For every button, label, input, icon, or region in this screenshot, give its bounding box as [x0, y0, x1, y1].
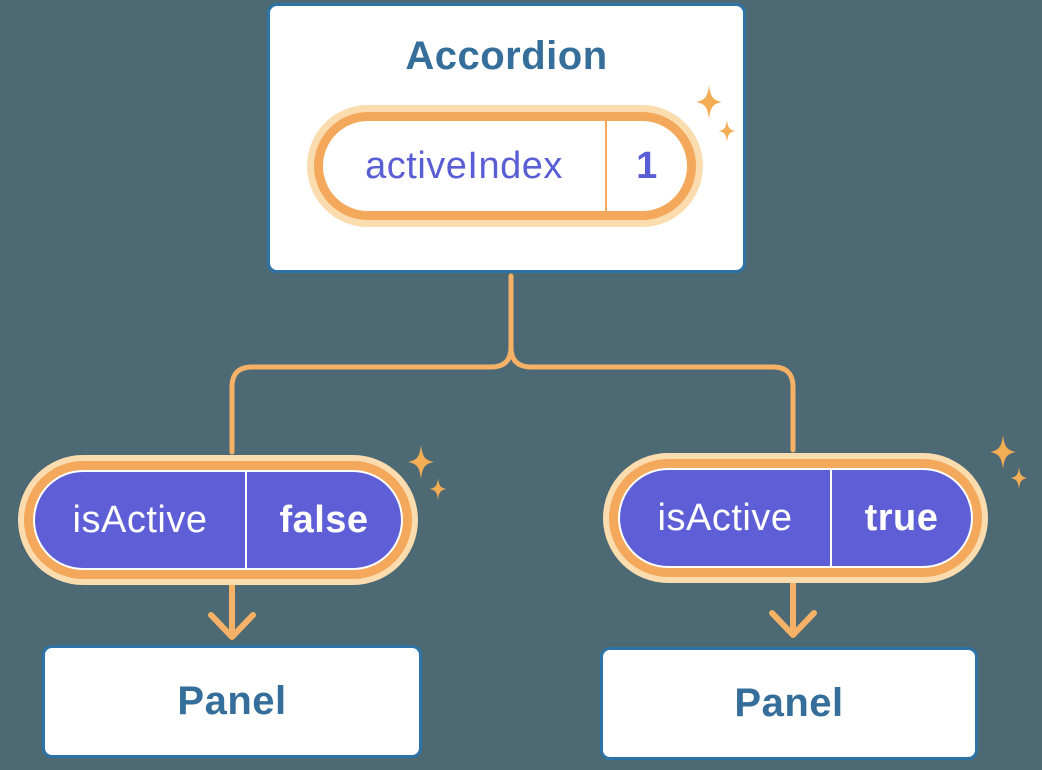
prop-pill-left: isActive false — [33, 470, 403, 570]
prop-pill-divider — [245, 472, 247, 568]
sparkles-prop-right — [990, 435, 1028, 489]
panel-card-right: Panel — [600, 647, 978, 760]
prop-pill-divider — [830, 470, 832, 566]
sparkles-prop-left — [408, 445, 447, 500]
accordion-title: Accordion — [405, 34, 608, 78]
prop-value-right: true — [864, 496, 939, 539]
state-name: activeIndex — [365, 144, 563, 187]
state-pill: activeIndex 1 — [314, 112, 696, 220]
connector-branch-left — [229, 344, 514, 455]
arrow-down-right — [769, 581, 817, 638]
tree-connector-lines — [229, 273, 796, 455]
prop-name-right: isActive — [657, 496, 793, 539]
sparkle-icon — [1010, 467, 1028, 489]
arrow-head-icon — [208, 612, 256, 640]
sparkle-icon — [429, 478, 447, 500]
state-pill-divider — [605, 121, 607, 211]
arrow-head-icon — [769, 610, 817, 638]
state-value: 1 — [636, 144, 658, 187]
panel-card-left: Panel — [42, 645, 422, 758]
panel-title-left: Panel — [177, 679, 287, 723]
panel-title-right: Panel — [734, 681, 844, 725]
connector-branch-right — [508, 344, 796, 453]
sparkle-icon — [408, 445, 434, 479]
arrow-down-left — [208, 583, 256, 640]
sparkle-icon — [990, 435, 1016, 469]
prop-pill-right: isActive true — [618, 468, 973, 568]
prop-value-left: false — [279, 498, 369, 541]
prop-name-left: isActive — [72, 498, 208, 541]
